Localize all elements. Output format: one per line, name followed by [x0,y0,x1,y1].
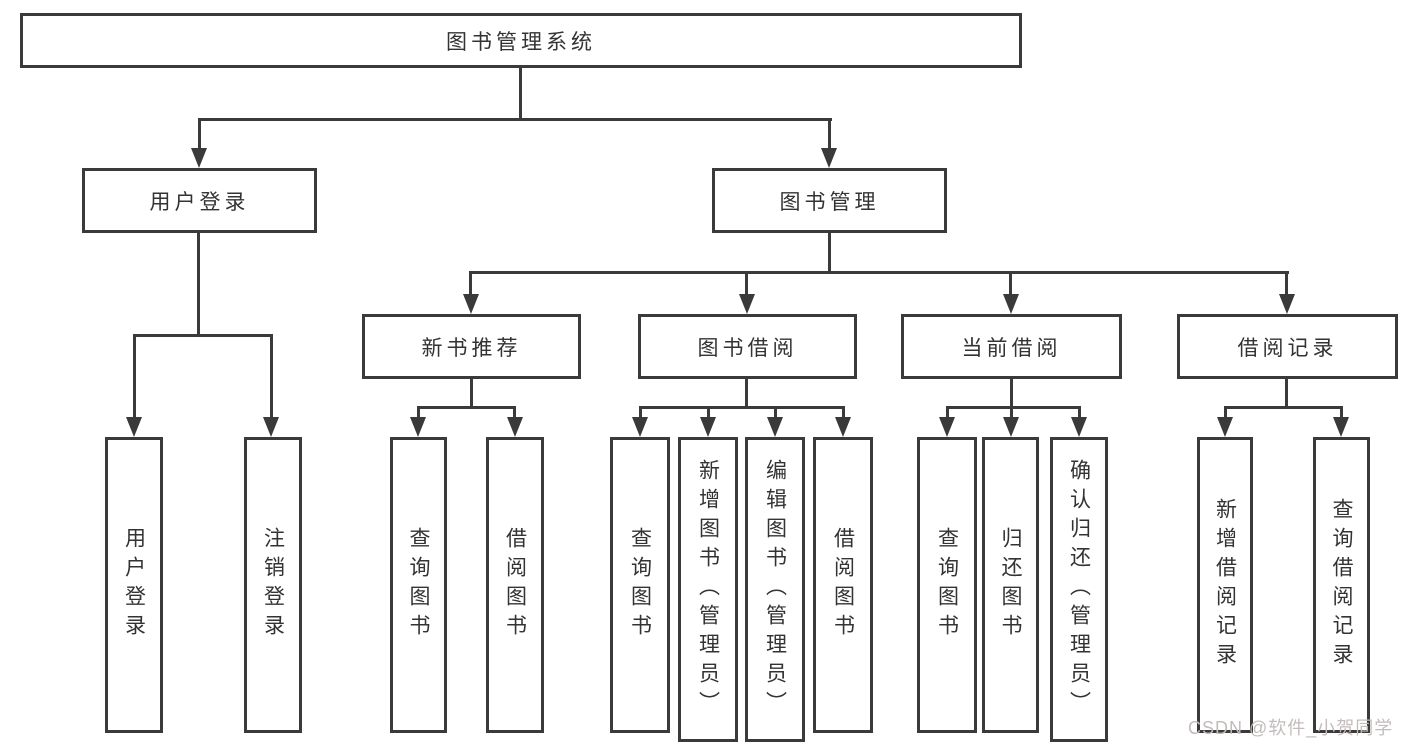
connector-drop-br-query [1340,406,1343,421]
leaf-cb-query-books-label: 查询图书 [935,527,959,643]
node-book-borrow: 图书借阅 [638,314,857,379]
connector-root-bar [198,118,832,121]
node-new-book-rec: 新书推荐 [362,314,581,379]
leaf-bb-borrow-books: 借阅图书 [813,437,873,733]
connector-drop-borrow-records [1285,271,1288,298]
connector-drop-bb-query [639,406,642,421]
node-book-mgmt: 图书管理 [712,168,947,233]
arrow-to-bb-add-icon [700,417,716,437]
leaf-br-query-record-label: 查询借阅记录 [1330,498,1354,672]
leaf-cb-return-books-label: 归还图书 [999,527,1023,643]
arrow-to-nbr-query-icon [410,417,426,437]
connector-book-mgmt-stem [828,233,831,274]
arrow-to-logout-icon [263,417,279,437]
arrow-to-br-query-icon [1333,417,1349,437]
leaf-nbr-borrow-books-label: 借阅图书 [503,527,527,643]
node-book-borrow-label: 图书借阅 [697,336,798,360]
connector-borrow-records-stem [1285,379,1288,408]
leaf-user-login-label: 用户登录 [122,527,146,643]
node-login-group-label: 用户登录 [149,190,250,214]
connector-borrow-records-bar [1225,406,1343,409]
node-login-group: 用户登录 [82,168,317,233]
node-borrow-records-label: 借阅记录 [1237,336,1338,360]
leaf-bb-edit-books-admin-label: 编辑图书（管理员） [763,459,787,720]
connector-drop-logout [270,334,273,420]
leaf-bb-edit-books-admin: 编辑图书（管理员） [745,437,805,742]
leaf-bb-add-books-admin-label: 新增图书（管理员） [696,459,720,720]
leaf-user-login: 用户登录 [105,437,163,733]
connector-new-book-rec-bar [418,406,516,409]
arrow-to-cb-confirm-icon [1071,417,1087,437]
node-book-mgmt-label: 图书管理 [779,190,880,214]
leaf-bb-add-books-admin: 新增图书（管理员） [678,437,738,742]
leaf-nbr-borrow-books: 借阅图书 [486,437,544,733]
connector-drop-cb-confirm [1078,406,1081,421]
connector-root-stem [519,68,522,120]
connector-drop-bb-borrow [842,406,845,421]
leaf-cb-confirm-return-admin-label: 确认归还（管理员） [1067,459,1091,720]
connector-drop-book-borrow [745,271,748,298]
leaf-cb-confirm-return-admin: 确认归还（管理员） [1050,437,1108,742]
arrow-to-login-icon [191,148,207,168]
connector-drop-bb-add [707,406,710,421]
connector-book-borrow-stem [745,379,748,408]
arrow-to-cb-return-icon [1003,417,1019,437]
csdn-watermark: CSDN @软件_小贺同学 [1188,718,1394,738]
arrow-to-current-borrow-icon [1003,294,1019,314]
leaf-bb-query-books: 查询图书 [610,437,670,733]
connector-book-borrow-bar [640,406,844,409]
connector-drop-user-login [133,334,136,420]
node-borrow-records: 借阅记录 [1177,314,1398,379]
node-current-borrow: 当前借阅 [901,314,1122,379]
arrow-to-book-borrow-icon [739,294,755,314]
arrow-to-borrow-records-icon [1279,294,1295,314]
arrow-to-nbr-borrow-icon [507,417,523,437]
leaf-cb-query-books: 查询图书 [917,437,977,733]
node-root-label: 图书管理系统 [446,30,596,54]
leaf-logout-label: 注销登录 [261,527,285,643]
connector-drop-bb-edit [774,406,777,421]
leaf-nbr-query-books: 查询图书 [390,437,447,733]
connector-drop-new-book-rec [469,271,472,298]
leaf-br-query-record: 查询借阅记录 [1313,437,1370,733]
connector-drop-current-borrow [1009,271,1012,298]
leaf-bb-borrow-books-label: 借阅图书 [831,527,855,643]
leaf-nbr-query-books-label: 查询图书 [407,527,431,643]
connector-login-stem [197,233,200,336]
connector-current-borrow-stem [1010,379,1013,421]
connector-drop-nbr-borrow [513,406,516,421]
leaf-cb-return-books: 归还图书 [982,437,1039,733]
arrow-to-cb-query-icon [939,417,955,437]
arrow-to-user-login-icon [126,417,142,437]
node-new-book-rec-label: 新书推荐 [421,336,522,360]
arrow-to-book-mgmt-icon [821,148,837,168]
connector-book-mgmt-bar [470,271,1289,274]
connector-drop-br-add [1224,406,1227,421]
connector-drop-cb-query [946,406,949,421]
connector-drop-book-mgmt [828,118,831,150]
arrow-to-bb-borrow-icon [835,417,851,437]
arrow-to-bb-query-icon [632,417,648,437]
connector-drop-login [198,118,201,150]
node-current-borrow-label: 当前借阅 [961,336,1062,360]
connector-drop-nbr-query [417,406,420,421]
arrow-to-bb-edit-icon [767,417,783,437]
leaf-bb-query-books-label: 查询图书 [628,527,652,643]
connector-current-borrow-bar [947,406,1080,409]
leaf-br-add-record: 新增借阅记录 [1197,437,1253,733]
arrow-to-br-add-icon [1217,417,1233,437]
leaf-logout: 注销登录 [244,437,302,733]
arrow-to-new-book-rec-icon [463,294,479,314]
connector-login-bar [133,334,273,337]
node-root: 图书管理系统 [20,13,1022,68]
connector-new-book-rec-stem [470,379,473,408]
leaf-br-add-record-label: 新增借阅记录 [1213,498,1237,672]
